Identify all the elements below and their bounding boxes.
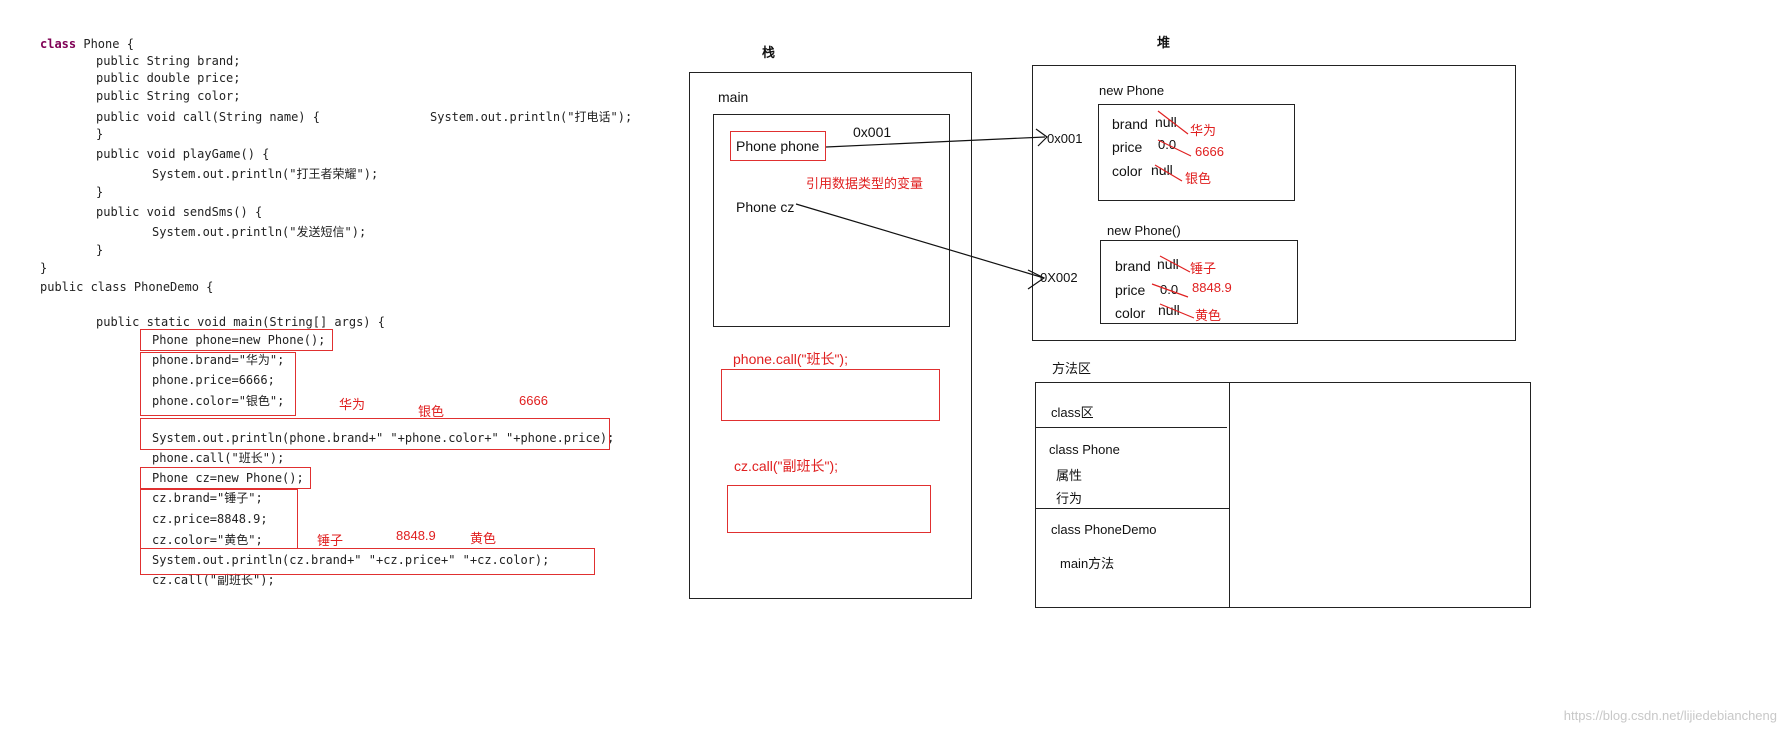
code-cz-brand: cz.brand="锤子"; [152,491,263,505]
code-color-decl: public String color; [96,89,241,103]
code-call-phone: phone.call("班长"); [152,451,285,465]
phone-ref-arrow [825,136,1046,148]
class-area-sep-1 [1035,427,1227,428]
obj1-addr: 0x001 [1047,131,1083,146]
code-call-sig: public void call(String name) { [96,110,320,124]
watermark: https://blog.csdn.net/lijiedebiancheng [1563,708,1777,723]
cz-ref-arrow [795,203,1045,279]
main-method-label: main方法 [1060,556,1115,571]
obj1-price-value: 6666 [1195,144,1224,159]
highlight-phone-assign [140,352,296,416]
code-brand-decl: public String brand; [96,54,241,68]
method-area-box [1035,382,1531,608]
cz-var-label: Phone cz [736,199,795,215]
phone-addr-label: 0x001 [853,124,892,140]
obj2-title: new Phone() [1107,223,1181,238]
class-area-sep-2 [1035,508,1229,509]
code-close-2: } [96,185,104,199]
code-new-cz: Phone cz=new Phone(); [152,471,304,485]
heap-title: 堆 [1157,35,1171,50]
code-sms-body: System.out.println("发送短信"); [152,225,367,239]
code-call-body: System.out.println("打电话"); [430,110,633,124]
code-sms-sig: public void sendSms() { [96,205,263,219]
note-phone-color: 银色 [418,404,445,419]
code-class-demo: public class PhoneDemo { [40,280,214,294]
obj1-brand-strike [1157,110,1189,135]
code-cz-color: cz.color="黄色"; [152,533,263,547]
call-cz-box [727,485,931,533]
stack-box [689,72,972,599]
attr-label: 属性 [1056,468,1083,483]
obj2-color-strike [1159,303,1195,319]
main-frame-box [713,114,950,327]
method-area-title: 方法区 [1052,361,1092,376]
highlight-print-phone [140,418,610,450]
obj1-brand-value: 华为 [1190,123,1217,138]
obj1-box [1098,104,1295,201]
obj2-addr: 0X002 [1040,270,1078,285]
code-set-price: phone.price=6666; [152,373,275,387]
code-new-phone: Phone phone=new Phone(); [152,333,326,347]
obj1-price-strike [1157,139,1192,157]
call-cz-label: cz.call("副班长"); [734,458,839,474]
ref-note: 引用数据类型的变量 [806,176,924,191]
behavior-label: 行为 [1056,491,1083,506]
method-area-divider [1229,382,1230,608]
code-close-3: } [96,243,104,257]
obj2-price-value: 8848.9 [1192,280,1232,295]
stack-frame-label: main [718,89,749,105]
obj1-color-value: 银色 [1185,171,1212,186]
class-phone-label: class Phone [1049,442,1120,457]
obj2-box [1100,240,1298,324]
heap-box [1032,65,1516,341]
phone-var-box [730,131,826,161]
obj1-title: new Phone [1099,83,1165,98]
phone-var-label: Phone phone [736,138,820,154]
obj1-price-name: price [1112,139,1143,155]
code-set-brand: phone.brand="华为"; [152,353,285,367]
highlight-new-phone [140,329,333,351]
note-phone-brand: 华为 [339,397,366,412]
obj2-color-name: color [1115,305,1146,321]
obj2-price-default: 0.0 [1160,282,1179,297]
obj2-brand-default: null [1157,256,1179,272]
note-cz-brand: 锤子 [317,533,344,548]
obj2-brand-name: brand [1115,258,1151,274]
code-play-body: System.out.println("打王者荣耀"); [152,167,379,181]
code-call-cz: cz.call("副班长"); [152,573,275,587]
call-phone-box [721,369,940,421]
note-cz-color: 黄色 [470,531,497,546]
code-main-sig: public static void main(String[] args) { [96,315,385,329]
code-print-phone: System.out.println(phone.brand+" "+phone… [152,431,615,445]
phone-ref-arrowhead [1035,128,1048,147]
highlight-print-cz [140,548,595,575]
call-phone-label: phone.call("班长"); [733,351,848,367]
note-cz-price: 8848.9 [396,528,436,543]
code-class-phone: class Phone { [40,37,134,51]
class-demo-label: class PhoneDemo [1051,522,1157,537]
code-close-1: } [96,127,104,141]
obj2-color-value: 黄色 [1195,308,1222,323]
code-price-decl: public double price; [96,71,241,85]
obj1-color-strike [1154,164,1183,182]
code-close-4: } [40,261,48,275]
code-print-cz: System.out.println(cz.brand+" "+cz.price… [152,553,550,567]
obj2-brand-value: 锤子 [1190,261,1217,276]
cz-ref-arrowhead [1027,269,1046,290]
highlight-new-cz [140,467,311,489]
obj2-price-strike [1151,283,1189,298]
class-area-label: class区 [1051,405,1094,420]
code-cz-price: cz.price=8848.9; [152,512,268,526]
obj1-color-name: color [1112,163,1143,179]
code-set-color: phone.color="银色"; [152,394,285,408]
obj1-brand-default: null [1155,114,1177,130]
note-phone-price: 6666 [519,393,548,408]
obj2-price-name: price [1115,282,1146,298]
stack-title: 栈 [762,45,776,60]
obj1-brand-name: brand [1112,116,1148,132]
obj2-brand-strike [1159,255,1191,273]
code-play-sig: public void playGame() { [96,147,270,161]
